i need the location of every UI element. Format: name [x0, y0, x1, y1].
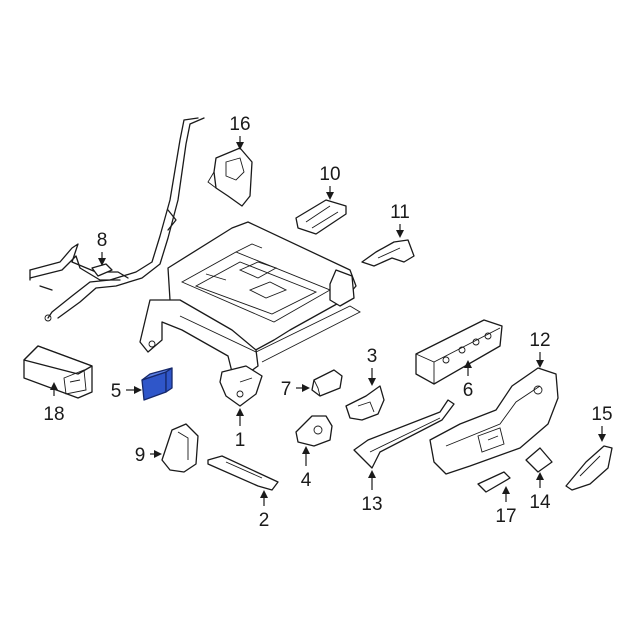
callout-4: 4	[301, 470, 312, 491]
part-6-switch[interactable]	[415, 319, 503, 385]
part-16-bracket[interactable]	[207, 147, 253, 207]
callout-14: 14	[529, 492, 551, 513]
part-7-knob[interactable]	[311, 369, 343, 397]
callout-13: 13	[361, 494, 382, 515]
callout-18: 18	[43, 404, 64, 425]
callout-10: 10	[319, 164, 340, 185]
part-14-cap[interactable]	[525, 447, 553, 473]
part-1-seat-track[interactable]	[139, 221, 361, 407]
callout-6: 6	[463, 380, 474, 401]
part-8-wire-harness[interactable]	[29, 117, 205, 322]
callout-3: 3	[367, 346, 378, 367]
callout-15: 15	[591, 404, 612, 425]
part-2-rail-cover[interactable]	[207, 455, 279, 491]
part-9-cover[interactable]	[161, 423, 199, 473]
part-4-motor[interactable]	[295, 415, 333, 447]
callout-9: 9	[135, 445, 146, 466]
callout-1: 1	[235, 430, 246, 451]
part-17-trim[interactable]	[477, 471, 511, 493]
part-3-bracket[interactable]	[345, 385, 385, 421]
callout-5: 5	[111, 381, 122, 402]
part-5-highlighted-component[interactable]	[141, 367, 173, 401]
callout-16: 16	[229, 114, 250, 135]
callout-7: 7	[281, 379, 292, 400]
part-12-side-shield[interactable]	[429, 367, 559, 475]
part-18-module[interactable]	[23, 345, 93, 399]
callout-11: 11	[390, 202, 410, 223]
callout-8: 8	[97, 230, 108, 251]
leader-lines	[50, 136, 606, 506]
part-10-cover[interactable]	[295, 199, 347, 235]
callout-12: 12	[529, 330, 550, 351]
part-11-trim[interactable]	[361, 239, 415, 267]
part-15-cover[interactable]	[565, 445, 613, 491]
part-13-panel[interactable]	[353, 399, 455, 469]
callout-17: 17	[495, 506, 516, 527]
callout-2: 2	[259, 510, 270, 531]
